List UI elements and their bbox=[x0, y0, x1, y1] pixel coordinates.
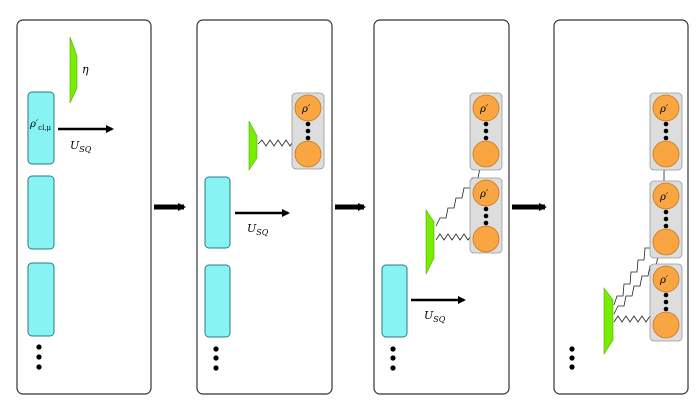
state-box bbox=[381, 264, 408, 338]
ellipsis-icon bbox=[569, 346, 575, 370]
pulse-icon bbox=[248, 120, 258, 171]
ellipsis-icon bbox=[483, 121, 489, 141]
memory-stack: ρ′ bbox=[469, 177, 503, 254]
pulse-icon bbox=[425, 209, 435, 275]
operation-label-sub: SQ bbox=[433, 315, 445, 324]
operation-label-u: U bbox=[247, 222, 257, 235]
memory-qubit bbox=[652, 182, 680, 210]
memory-label-rho: ρ bbox=[659, 192, 666, 203]
pulse-icon bbox=[603, 287, 614, 356]
memory-qubit bbox=[652, 265, 680, 293]
ellipsis-icon bbox=[483, 206, 489, 226]
memory-qubit bbox=[652, 94, 680, 122]
state-label-prime: ′ bbox=[36, 119, 39, 130]
memory-label-prime: ′ bbox=[486, 104, 489, 115]
memory-qubit bbox=[472, 225, 500, 253]
memory-label: ρ′ bbox=[479, 189, 489, 200]
operation-label-sub: SQ bbox=[256, 228, 268, 237]
memory-stack: ρ′ bbox=[649, 263, 683, 342]
operation-label-u: U bbox=[70, 139, 80, 152]
memory-qubit bbox=[294, 94, 322, 122]
state-label-rho: ρ bbox=[29, 119, 36, 130]
operation-label: USQ bbox=[70, 139, 92, 154]
state-box bbox=[204, 176, 231, 249]
memory-label: ρ′ bbox=[659, 192, 669, 203]
panel-4: ρ′ ρ′ ρ′ bbox=[553, 19, 689, 395]
state-box bbox=[27, 175, 55, 250]
memory-label: ρ′ bbox=[659, 104, 669, 115]
entanglement-link bbox=[435, 233, 477, 241]
operation-label: USQ bbox=[247, 222, 269, 237]
state-box bbox=[204, 264, 231, 338]
state-box bbox=[27, 262, 55, 337]
memory-stack: ρ′ bbox=[469, 92, 503, 171]
memory-label: ρ′ bbox=[659, 275, 669, 286]
memory-qubit bbox=[472, 179, 500, 207]
memory-label: ρ′ bbox=[479, 104, 489, 115]
memory-qubit bbox=[652, 140, 680, 168]
panel-2: ρ′ USQ bbox=[196, 19, 333, 395]
pulse-label: η bbox=[82, 63, 89, 76]
ellipsis-icon bbox=[663, 121, 669, 141]
ellipsis-icon bbox=[213, 346, 219, 371]
memory-stack: ρ′ bbox=[649, 92, 683, 171]
memory-stack: ρ′ bbox=[649, 180, 683, 259]
memory-label-prime: ′ bbox=[666, 275, 669, 286]
memory-qubit bbox=[294, 140, 322, 168]
memory-label-prime: ′ bbox=[308, 104, 311, 115]
ellipsis-icon bbox=[663, 292, 669, 312]
pulse-icon bbox=[69, 36, 78, 104]
state-label-sub: cl,μ bbox=[38, 124, 51, 132]
memory-label-rho: ρ bbox=[659, 275, 666, 286]
ellipsis-icon bbox=[390, 346, 396, 371]
memory-label-prime: ′ bbox=[486, 189, 489, 200]
panel-1: η ρ′cl,μ USQ bbox=[16, 19, 152, 395]
memory-label-prime: ′ bbox=[666, 104, 669, 115]
memory-label-prime: ′ bbox=[666, 192, 669, 203]
memory-label: ρ′ bbox=[301, 104, 311, 115]
memory-label-rho: ρ bbox=[479, 104, 486, 115]
ellipsis-icon bbox=[305, 121, 311, 141]
operation-label-u: U bbox=[424, 309, 434, 322]
memory-label-rho: ρ bbox=[301, 104, 308, 115]
ellipsis-icon bbox=[663, 209, 669, 229]
memory-label-rho: ρ bbox=[659, 104, 666, 115]
operation-label-sub: SQ bbox=[79, 145, 91, 154]
ellipsis-icon bbox=[36, 344, 42, 370]
entanglement-link bbox=[613, 315, 655, 323]
memory-qubit bbox=[472, 140, 500, 168]
memory-qubit bbox=[652, 311, 680, 339]
memory-stack: ρ′ bbox=[291, 92, 325, 170]
operation-label: USQ bbox=[424, 309, 446, 324]
memory-qubit bbox=[472, 94, 500, 122]
memory-label-rho: ρ bbox=[479, 189, 486, 200]
state-box bbox=[27, 91, 55, 165]
memory-qubit bbox=[652, 228, 680, 256]
panel-3: ρ′ ρ′ USQ bbox=[373, 19, 510, 395]
state-label: ρ′cl,μ bbox=[29, 119, 52, 132]
